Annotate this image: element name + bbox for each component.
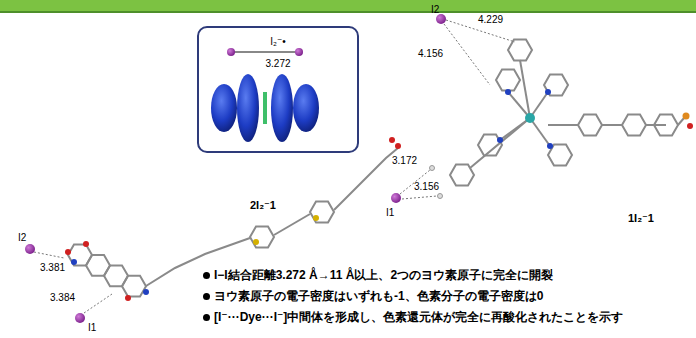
bond-length: 3.272	[199, 58, 357, 69]
distance-label: 3.384	[50, 292, 75, 303]
bullet-dot	[203, 314, 210, 321]
species-label: I₂⁻•	[199, 36, 357, 47]
distance-label: 3.381	[40, 262, 65, 273]
bullet-dot	[203, 272, 210, 279]
atom-label: I1	[88, 322, 96, 333]
header-bar	[0, 0, 696, 11]
distance-label: 4.156	[418, 48, 443, 59]
bullet-text: [I⁻···Dye···I⁻]中間体を形成し、色素還元体が完全に再酸化されたこと…	[214, 310, 623, 324]
atom-label: I2	[18, 232, 26, 243]
distance-label: 3.172	[392, 155, 417, 166]
compound-label: 2I₂⁻1	[250, 199, 276, 211]
header-rule	[0, 11, 696, 13]
inset-box: I₂⁻• 3.272	[197, 26, 359, 153]
bullet-text: I−I結合距離3.272 Å→11 Å以上、2つのヨウ素原子に完全に開裂	[214, 268, 553, 282]
compound-label: 1I₂⁻1	[628, 212, 654, 224]
bullet-text: ヨウ素原子の電子密度はいずれも-1、色素分子の電子密度は0	[214, 289, 543, 303]
distance-label: 4.229	[478, 14, 503, 25]
atom-label: I2	[431, 4, 439, 15]
atom-label: I1	[386, 207, 394, 218]
bullet-dot	[203, 293, 210, 300]
distance-label: 3.156	[414, 181, 439, 192]
